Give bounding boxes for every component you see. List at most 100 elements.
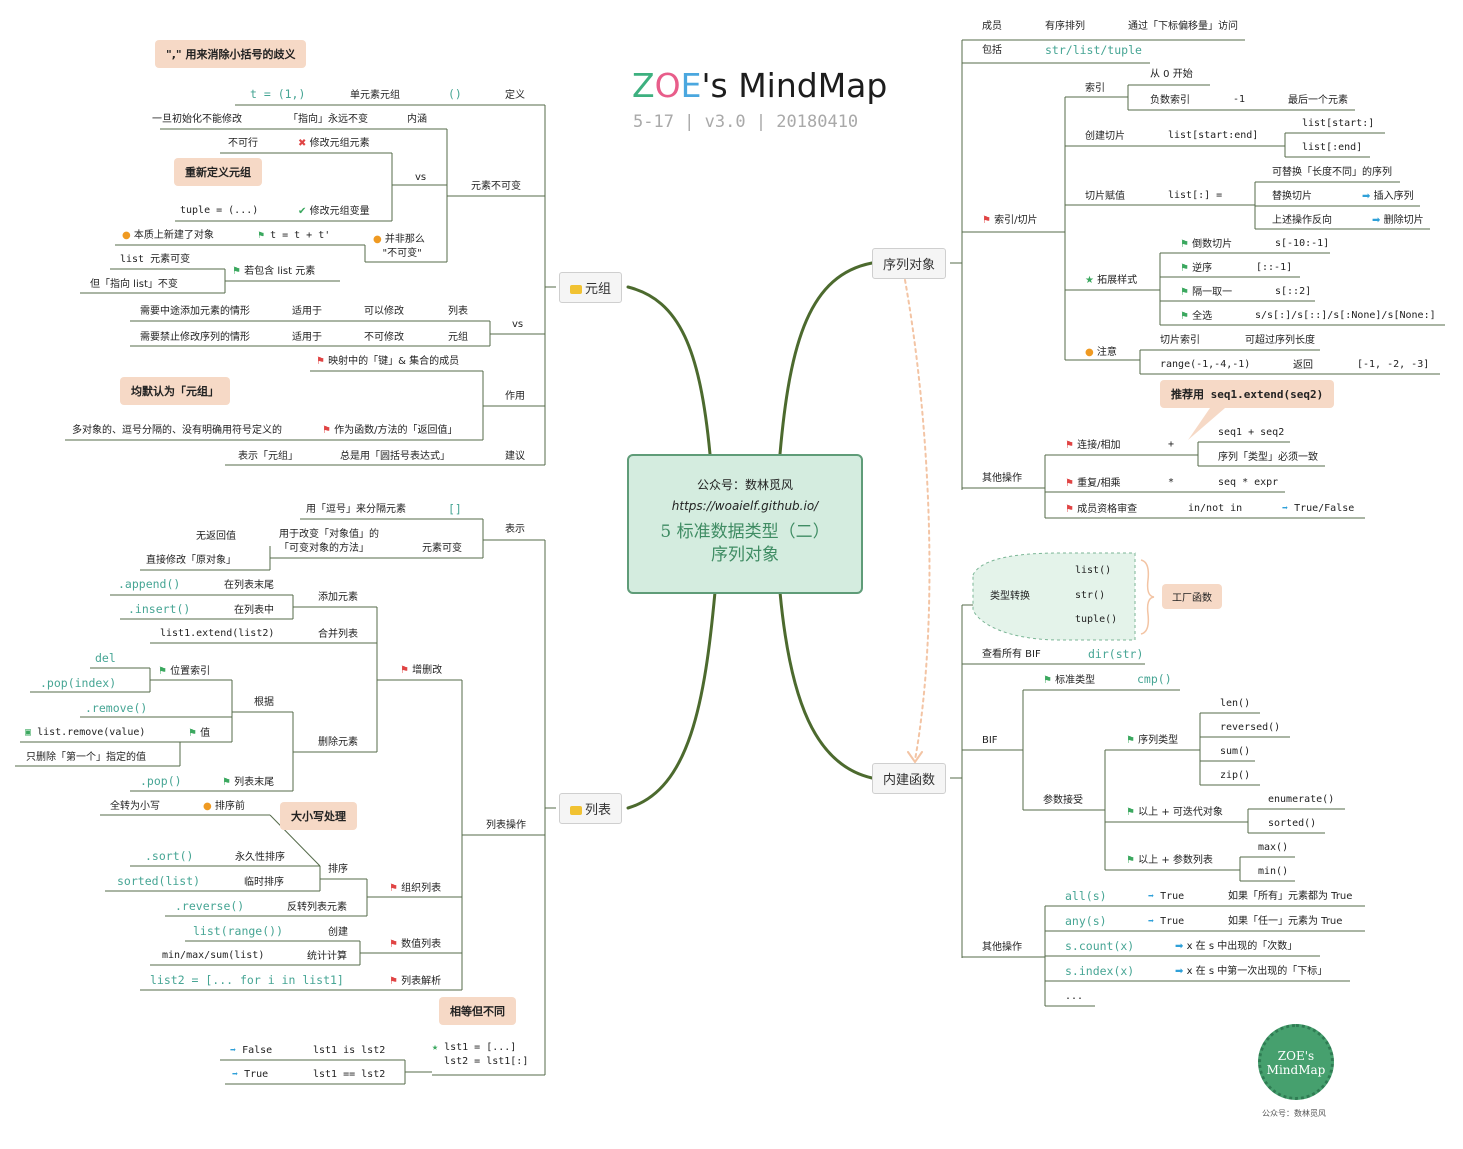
in-code: in/not in — [1188, 503, 1243, 514]
flag-icon: ⚑ — [1180, 263, 1189, 274]
every-other-label: ⚑ 隔一取一 — [1180, 287, 1233, 298]
callout-extend: 推荐用 seq1.extend(seq2) — [1160, 380, 1335, 408]
sorted-builtin-code: sorted() — [1268, 818, 1317, 829]
replace-slice-label: 替换切片 — [1272, 191, 1312, 202]
branch-sequence[interactable]: 序列对象 — [872, 248, 947, 279]
end-code: list[:end] — [1302, 142, 1363, 153]
comprehension-label: ⚑ 列表解析 — [389, 976, 442, 987]
every-other-code: s[::2] — [1275, 286, 1312, 297]
flag-icon: ⚑ — [188, 728, 197, 739]
number-list-label: ⚑ 数值列表 — [389, 939, 442, 950]
warning-icon: ● — [203, 801, 212, 812]
curve-list — [626, 590, 717, 810]
all-true: ➡ True — [1148, 891, 1185, 902]
remove-code: .remove() — [85, 701, 148, 715]
brackets-code: [] — [448, 502, 462, 516]
image-icon: ▣ — [25, 727, 32, 738]
last-element-label: 最后一个元素 — [1288, 95, 1348, 106]
flag-icon: ⚑ — [389, 883, 398, 894]
cannot-modify-label: 不可修改 — [364, 332, 404, 343]
callout-redefine: 重新定义元组 — [174, 158, 262, 186]
vs-label: vs — [415, 172, 427, 183]
create-label: 创建 — [328, 927, 348, 938]
range-example-code: range(-1,-4,-1) — [1160, 359, 1251, 370]
bif-label: BIF — [982, 735, 998, 746]
count-desc-label: ➡ x 在 s 中出现的「次数」 — [1175, 941, 1298, 952]
list-end-label: ⚑ 列表末尾 — [222, 777, 275, 788]
view-bif-label: 查看所有 BIF — [982, 649, 1041, 660]
flag-icon: ⚑ — [322, 425, 331, 436]
flag-icon: ⚑ — [389, 976, 398, 987]
no-return-label: 无返回值 — [196, 531, 236, 542]
insert-seq-label: ➡ 插入序列 — [1362, 191, 1414, 202]
use-label: 适用于 — [292, 306, 322, 317]
arrow-right-icon: ➡ — [1282, 503, 1289, 514]
branch-tuple[interactable]: 元组 — [559, 272, 623, 303]
slice-index-label: 切片索引 — [1160, 335, 1200, 346]
any-code: any(s) — [1065, 914, 1107, 928]
basis-label: 根据 — [254, 697, 274, 708]
flag-icon: ⚑ — [1180, 287, 1189, 298]
concat-code: seq1 + seq2 — [1218, 427, 1285, 438]
select-all-code: s/s[:]/s[::]/s[:None]/s[None:] — [1255, 310, 1436, 321]
add-element-label: 添加元素 — [318, 592, 358, 603]
comprehension-code: list2 = [... for i in list1] — [150, 973, 344, 987]
reverse-slice-code: [::-1] — [1256, 262, 1293, 273]
std-type-label: ⚑ 标准类型 — [1043, 675, 1096, 686]
merge-label: 合并列表 — [318, 629, 358, 640]
len-code: len() — [1220, 698, 1251, 709]
arrow-right-icon: ➡ — [1175, 966, 1184, 977]
badge-caption: 公众号：数林觅风 — [1262, 1109, 1326, 1118]
flag-icon: ⚑ — [1065, 440, 1074, 451]
flag-icon: ⚑ — [1180, 311, 1189, 322]
other-ops-label: 其他操作 — [982, 473, 1022, 484]
arrow-right-icon: ➡ — [1148, 916, 1155, 927]
slice-code: list[start:end] — [1168, 130, 1259, 141]
redefine-code: tuple = (...) — [180, 205, 259, 216]
index-code: s.index(x) — [1065, 964, 1135, 978]
repeat-code: seq * expr — [1218, 477, 1279, 488]
arrow-right-icon: ➡ — [232, 1069, 239, 1080]
type-convert-label: 类型转换 — [990, 591, 1030, 602]
delete-slice-label: ➡ 删除切片 — [1372, 215, 1424, 226]
pop-code: .pop() — [140, 774, 182, 788]
flag-icon: ⚑ — [222, 777, 231, 788]
eq-code: lst1 == lst2 — [313, 1069, 386, 1080]
curve-builtin — [778, 590, 874, 780]
star-icon: ★ — [1085, 275, 1094, 286]
index-slice-label: ⚑ 索引/切片 — [982, 215, 1038, 226]
sum-code: sum() — [1220, 746, 1251, 757]
list-factory-code: list() — [1075, 565, 1112, 576]
center-node[interactable]: 公众号：数林觅风 https://woaielf.github.io/ 5 标准… — [627, 454, 863, 594]
curve-seq — [778, 261, 874, 456]
branch-list[interactable]: 列表 — [559, 793, 623, 824]
represent-label: 表示 — [505, 524, 525, 535]
true-value: ➡ True — [232, 1069, 269, 1080]
mindmap-title: ZOE's MindMap — [632, 66, 888, 105]
show-tuple-label: 表示「元组」 — [238, 451, 298, 462]
above-iter-label: ⚑ 以上 + 可迭代对象 — [1126, 807, 1223, 818]
reverse-above-label: 上述操作反向 — [1272, 215, 1332, 226]
max-code: max() — [1258, 842, 1289, 853]
negative-index-label: 负数索引 — [1150, 95, 1190, 106]
define-label: 定义 — [505, 90, 525, 101]
init-label: 一旦初始化不能修改 — [152, 114, 242, 125]
plus-code: + — [1168, 439, 1175, 450]
flag-icon: ⚑ — [1180, 239, 1189, 250]
center-account: 公众号：数林觅风 — [696, 478, 793, 492]
repeat-label: ⚑ 重复/相乘 — [1065, 478, 1121, 489]
flag-icon: ⚑ — [232, 266, 241, 277]
start-code: list[start:] — [1302, 118, 1375, 129]
concat-label: ⚑ 连接/相加 — [1065, 440, 1121, 451]
branch-builtin[interactable]: 内建函数 — [872, 763, 947, 794]
reversed-code: reversed() — [1220, 722, 1281, 733]
extend-code: list1.extend(list2) — [160, 628, 275, 639]
delete-element-label: 删除元素 — [318, 737, 358, 748]
modify-elem-label: ✖ 修改元组元素 — [298, 138, 370, 149]
contains-list-label: ⚑ 若包含 list 元素 — [232, 266, 316, 277]
bool-code: ➡ True/False — [1282, 503, 1355, 514]
backward-code: s[-10:-1] — [1275, 238, 1330, 249]
sorted-code: sorted(list) — [117, 874, 201, 888]
